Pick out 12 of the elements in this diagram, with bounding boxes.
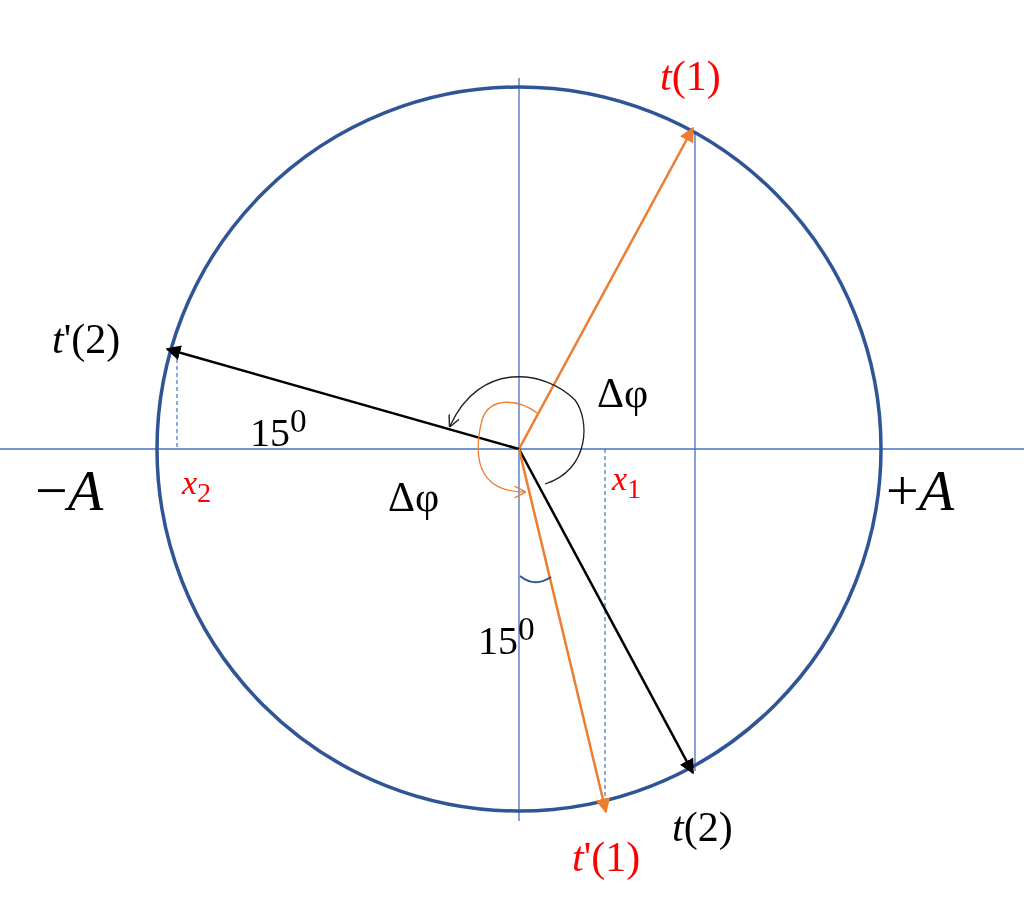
- angle-label: 15$^{0}$: [478, 612, 535, 662]
- position-label: x$_{1}$: [612, 462, 642, 504]
- position-label: x$_{2}$: [182, 466, 212, 508]
- point-label: t'(2): [52, 318, 121, 360]
- angle-label: Δφ: [388, 476, 440, 518]
- point-label: t(1): [660, 55, 721, 97]
- amplitude-label: +A: [886, 462, 955, 520]
- angle-label: 15$^{0}$: [250, 404, 307, 454]
- point-label: t(2): [672, 806, 733, 848]
- amplitude-label: −A: [35, 462, 104, 520]
- point-label: t'(1): [572, 836, 641, 878]
- angle-label: Δφ: [597, 372, 649, 414]
